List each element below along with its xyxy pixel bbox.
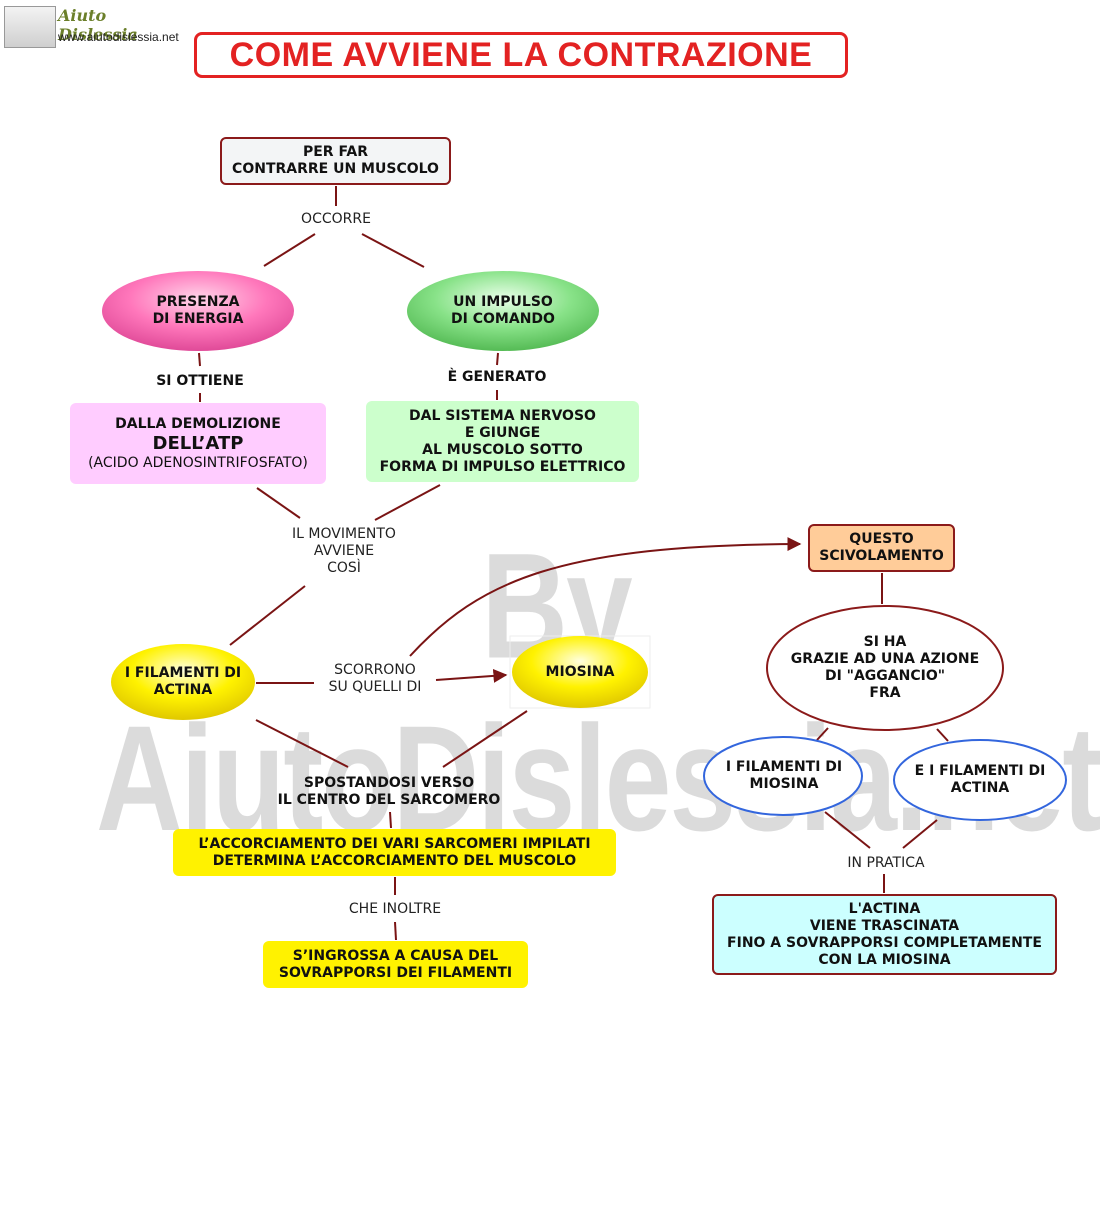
link-spostandosi: SPOSTANDOSI VERSO IL CENTRO DEL SARCOMER… xyxy=(277,775,501,808)
edge-occorre-impulse xyxy=(361,233,425,268)
edge-nervous-movimento xyxy=(374,484,441,521)
edge-scorrono-myosin xyxy=(435,668,508,683)
edge-hook-myosinfil xyxy=(816,727,829,741)
link-scorrono: SCORRONO SU QUELLI DI xyxy=(328,662,422,695)
node-energy-shape xyxy=(102,271,294,351)
logo-brand: Aiuto Dislessia xyxy=(58,6,138,44)
node-impulse: UN IMPULSO DI COMANDO xyxy=(451,294,555,327)
node-hook-shape xyxy=(766,605,1004,731)
book-icon xyxy=(4,6,56,48)
node-thickens: S’INGROSSA A CAUSA DEL SOVRAPPORSI DEI F… xyxy=(263,941,528,988)
edge-myosinfil-inpratica xyxy=(824,811,871,849)
node-actin-shape xyxy=(111,644,255,720)
node-actin: I FILAMENTI DI ACTINA xyxy=(124,665,242,698)
logo[interactable]: Aiuto Dislessia www.aiutodislessia.net xyxy=(4,4,189,48)
node-shortening: L’ACCORCIAMENTO DEI VARI SARCOMERI IMPIL… xyxy=(173,829,616,876)
node-sliding: QUESTO SCIVOLAMENTO xyxy=(808,524,955,572)
node-conclusion: L'ACTINA VIENE TRASCINATA FINO A SOVRAPP… xyxy=(712,894,1057,975)
page-title: COME AVVIENE LA CONTRAZIONE xyxy=(194,32,848,78)
node-actinfil-shape xyxy=(893,739,1067,821)
edge-cheinoltre-thickens xyxy=(394,921,397,941)
edge-actinfil-inpratica xyxy=(902,819,938,849)
node-myosin: MIOSINA xyxy=(545,663,615,680)
link-e-generato: È GENERATO xyxy=(447,369,547,385)
node-myosin-shape xyxy=(512,636,648,708)
node-atp: DALLA DEMOLIZIONE DELL’ATP (ACIDO ADENOS… xyxy=(70,403,326,484)
link-in-pratica: IN PRATICA xyxy=(847,855,925,871)
node-actin-filaments: E I FILAMENTI DI ACTINA xyxy=(914,763,1046,796)
node-myosin-filaments: I FILAMENTI DI MIOSINA xyxy=(725,759,843,792)
node-nervous: DAL SISTEMA NERVOSO E GIUNGE AL MUSCOLO … xyxy=(366,401,639,482)
edge-energy-siottiene xyxy=(198,352,201,367)
edge-actin-spostandosi xyxy=(255,719,349,768)
node-myosinfil-shape xyxy=(703,736,863,816)
edge-atp-movimento xyxy=(256,487,301,519)
edge-scorrono-sliding xyxy=(409,537,802,657)
link-movimento: IL MOVIMENTO AVVIENE COSÌ xyxy=(292,526,396,576)
edge-occorre-energy xyxy=(263,233,316,267)
node-atp-line3: (ACIDO ADENOSINTRIFOSFATO) xyxy=(88,454,308,471)
node-energy: PRESENZA DI ENERGIA xyxy=(152,294,244,327)
node-impulse-shape xyxy=(407,271,599,351)
node-atp-line1: DALLA DEMOLIZIONE xyxy=(115,415,281,432)
node-atp-line2: DELL’ATP xyxy=(152,432,244,454)
edge-myosin-spostandosi xyxy=(442,710,528,768)
logo-url: www.aiutodislessia.net xyxy=(58,30,179,44)
edge-movimento-actin xyxy=(229,585,306,646)
node-root: PER FAR CONTRARRE UN MUSCOLO xyxy=(220,137,451,185)
edge-spostandosi-shortening xyxy=(389,811,392,829)
link-occorre: OCCORRE xyxy=(301,211,371,227)
link-si-ottiene: SI OTTIENE xyxy=(156,373,244,389)
edge-impulse-generato xyxy=(496,352,499,366)
node-hook: SI HA GRAZIE AD UNA AZIONE DI "AGGANCIO"… xyxy=(790,634,980,701)
link-che-inoltre: CHE INOLTRE xyxy=(348,901,442,917)
edge-hook-actinfil xyxy=(936,728,949,742)
